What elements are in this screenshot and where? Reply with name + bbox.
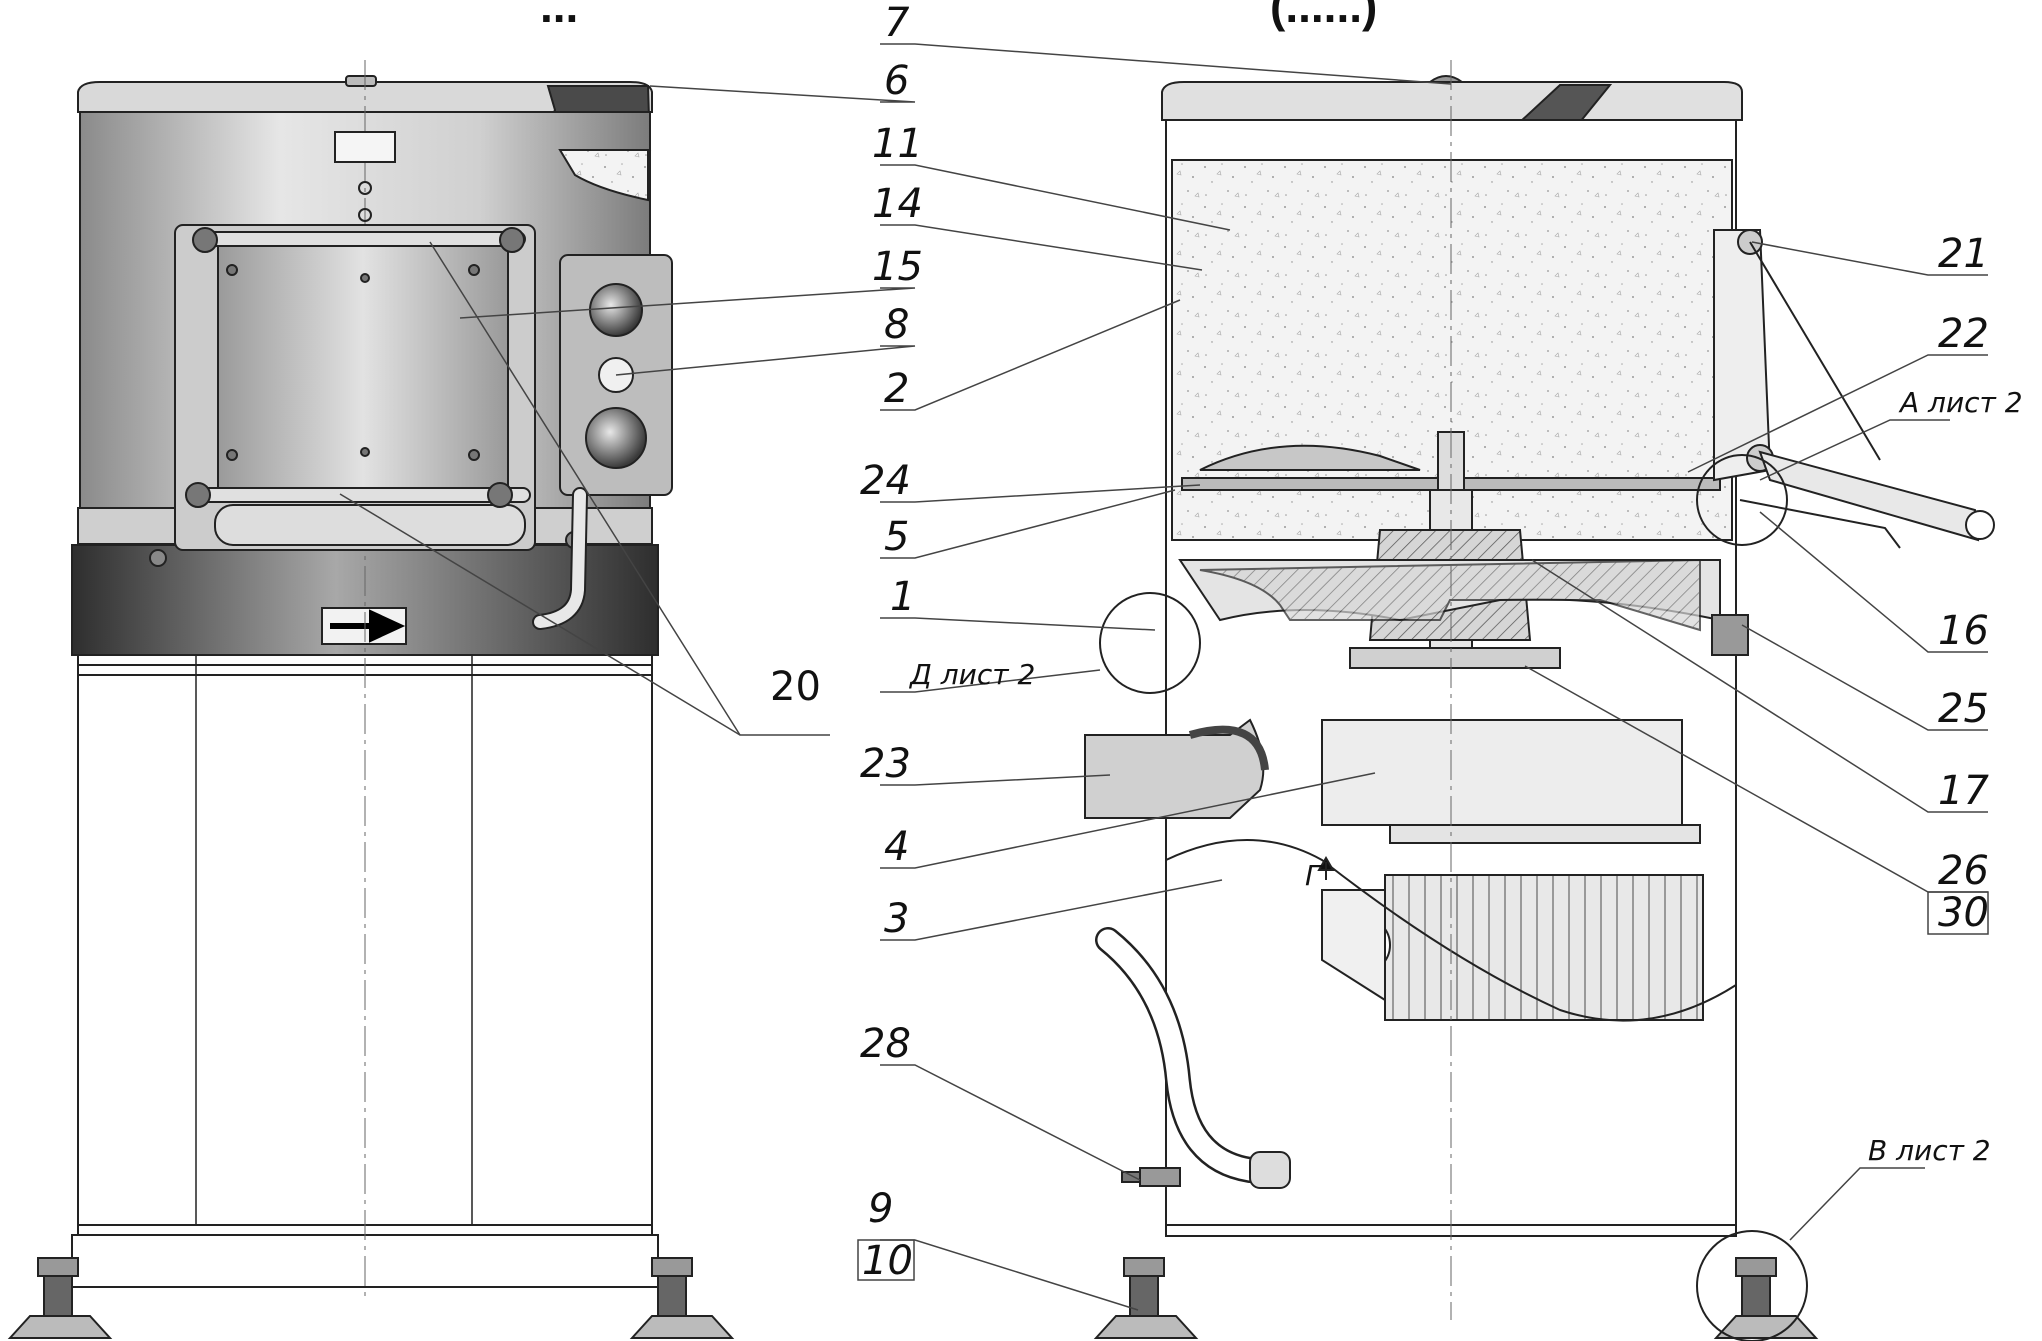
right-foot-left <box>1093 1257 1199 1339</box>
left-foot-right <box>629 1257 735 1339</box>
callout-2: 2 <box>884 366 909 412</box>
rating-plate <box>334 131 396 163</box>
hinge-bracket <box>1713 229 1772 482</box>
callout-5: 5 <box>884 514 909 560</box>
stop-button <box>585 407 647 469</box>
callout-15: 15 <box>872 244 923 290</box>
section-ref-d: Д лист 2 <box>908 658 1035 691</box>
callout-4: 4 <box>884 824 909 870</box>
section-ref-v: В лист 2 <box>1868 1134 1991 1167</box>
valve <box>1121 1167 1181 1187</box>
detail-circle-a <box>1696 454 1788 546</box>
callout-20: 20 <box>770 664 821 710</box>
callout-11: 11 <box>872 121 923 167</box>
callout-7: 7 <box>884 0 910 46</box>
gearbox <box>1321 719 1683 826</box>
callout-3: 3 <box>884 896 909 942</box>
lever <box>1758 450 1980 542</box>
door-top-rod <box>194 231 526 247</box>
callout-25: 25 <box>1938 686 1989 732</box>
right-section-view <box>1084 60 1995 1341</box>
callout-24: 24 <box>860 458 911 504</box>
callout-17: 17 <box>1938 768 1989 814</box>
callout-22: 22 <box>1938 311 1989 357</box>
left-exterior-view <box>7 60 735 1339</box>
callout-10: 10 <box>862 1238 913 1284</box>
section-ref-a: А лист 2 <box>1898 386 2023 419</box>
section-g-arrow <box>1317 856 1335 880</box>
start-button <box>589 283 643 337</box>
callout-16: 16 <box>1938 608 1989 654</box>
title-parenthesis: (......) <box>1270 0 1377 32</box>
callout-6: 6 <box>884 58 909 104</box>
section-knob <box>1426 75 1466 83</box>
section-ref-g: Г <box>1305 859 1323 892</box>
abrasive-disc <box>1199 444 1421 471</box>
left-foot-left <box>7 1257 113 1339</box>
door-handle-bar <box>214 504 526 546</box>
hinge-rod <box>1749 241 1881 461</box>
callout-30: 30 <box>1938 890 1989 936</box>
direction-arrow-icon <box>330 609 406 643</box>
band-bolt-left <box>149 549 167 567</box>
door-lock <box>1711 614 1749 656</box>
door-bottom-rod <box>199 487 531 503</box>
callout-21: 21 <box>1938 231 1989 277</box>
callout-14: 14 <box>872 181 923 227</box>
callout-23: 23 <box>860 741 911 787</box>
right-foot-right <box>1713 1257 1819 1339</box>
insulation-cutaway <box>558 149 649 202</box>
inner-housing <box>1199 558 1701 632</box>
title-fragment: ... <box>540 0 578 32</box>
flange <box>1349 647 1561 669</box>
callout-9: 9 <box>868 1186 893 1232</box>
section-lid <box>1161 81 1743 121</box>
lid-knob <box>345 75 377 87</box>
cutaway-edge <box>1165 839 1737 1022</box>
motor <box>1384 874 1704 1021</box>
detail-circle-v <box>1696 1230 1808 1341</box>
detail-circle-d <box>1099 592 1201 694</box>
callout-8: 8 <box>884 302 909 348</box>
callout-1: 1 <box>890 574 915 620</box>
callout-28: 28 <box>860 1021 911 1067</box>
callout-26: 26 <box>1938 848 1989 894</box>
